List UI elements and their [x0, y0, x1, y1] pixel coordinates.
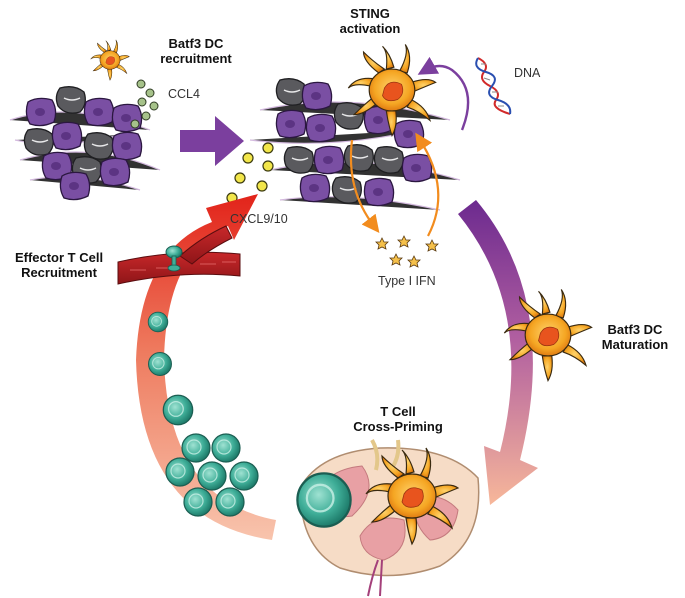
effector-t-cell-recruitment-label: Effector T Cell Recruitment	[14, 250, 104, 280]
batf3-recruitment-label: Batf3 DC recruitment	[160, 36, 232, 66]
type1-ifn-label: Type I IFN	[378, 274, 436, 288]
effector-recruitment-arrow	[136, 194, 276, 540]
t-cell-icon	[296, 472, 352, 528]
cxcl9-10-chemokines	[226, 142, 274, 204]
ifn-secretion-arrow	[349, 139, 380, 233]
recruitment-arrow	[180, 116, 244, 166]
ccl4-label: CCL4	[168, 87, 200, 101]
blood-vessel-icon	[117, 225, 241, 285]
tumor-cluster-icon	[9, 85, 161, 201]
dna-label: DNA	[514, 66, 541, 80]
dna-helix-icon	[475, 57, 512, 115]
dendritic-cell-icon	[90, 39, 130, 81]
cxcl9-10-label: CXCL9/10	[230, 212, 288, 226]
dna-uptake-arrow	[417, 56, 470, 131]
ifn-feedback-arrow	[415, 132, 440, 237]
ccl4-chemokines	[130, 79, 159, 129]
maturation-arrow	[458, 200, 538, 505]
type1-ifn-icon	[375, 235, 439, 268]
t-cell-cross-priming-label: T Cell Cross-Priming	[353, 404, 443, 434]
sting-activation-label: STING activation	[339, 6, 401, 36]
batf3-maturation-label: Batf3 DC Maturation	[601, 322, 669, 352]
